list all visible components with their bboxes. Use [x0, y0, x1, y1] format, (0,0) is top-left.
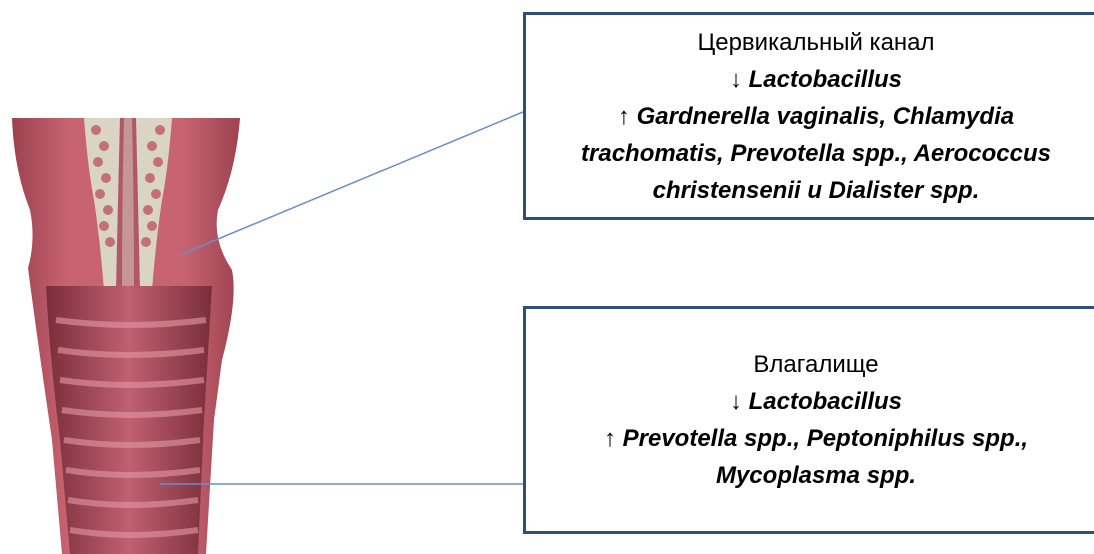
- cervical-crypts: [91, 125, 165, 247]
- up-arrow-icon: ↑: [603, 425, 616, 452]
- down-arrow-icon: ↓: [729, 388, 742, 415]
- cervix-increase-taxa-1: Gardnerella vaginalis, Chlamydia: [636, 102, 1015, 130]
- vaginal-rugae: [55, 317, 207, 538]
- cervical-canal-title: Цервикальный канал: [697, 28, 935, 56]
- cervix-increase-taxa-2: trachomatis, Prevotella spp., Aerococcus: [581, 139, 1051, 167]
- vagina-decrease-line: ↓ Lactobacillus: [730, 383, 902, 420]
- cervix-decrease-line: ↓ Lactobacillus: [730, 61, 902, 98]
- vagina-decrease-taxon: Lactobacillus: [748, 388, 903, 415]
- cervix-decrease-taxon: Lactobacillus: [748, 65, 903, 93]
- vagina-increase-line-1: ↑ Prevotella spp., Peptoniphilus spp.,: [604, 420, 1028, 457]
- vagina-increase-taxa-1: Prevotella spp., Peptoniphilus spp.,: [622, 425, 1029, 452]
- cervical-canal-callout: Цервикальный канал ↓ Lactobacillus ↑ Gar…: [523, 12, 1094, 220]
- down-arrow-icon: ↓: [729, 65, 742, 93]
- cervix-increase-taxa-3: christensenii и Dialister spp.: [652, 176, 980, 204]
- vagina-callout: Влагалище ↓ Lactobacillus ↑ Prevotella s…: [523, 306, 1094, 534]
- up-arrow-icon: ↑: [617, 102, 630, 130]
- vagina-title: Влагалище: [753, 351, 879, 378]
- cervix-increase-line-1: ↑ Gardnerella vaginalis, Chlamydia: [618, 98, 1014, 135]
- vagina-increase-taxa-2: Mycoplasma spp.: [715, 462, 917, 489]
- cervix-leader-line: [181, 111, 524, 255]
